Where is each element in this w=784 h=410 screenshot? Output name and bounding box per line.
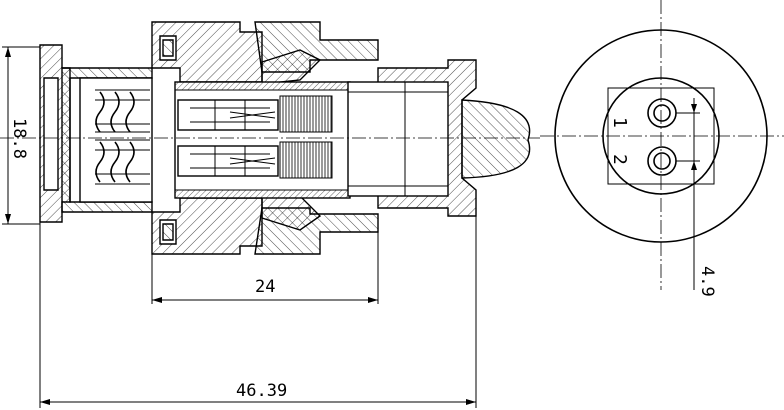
dimension-overall-length: 46.39 — [39, 216, 477, 408]
dim-height-label: 18.8 — [9, 118, 29, 159]
dimension-pin-spacing: 4.9 — [676, 98, 717, 297]
pin-2-hole — [647, 146, 677, 176]
pin-label-2: 2 — [609, 154, 630, 165]
dim-overall-length-label: 46.39 — [236, 381, 287, 401]
dimension-height: 18.8 — [2, 46, 40, 225]
pin-label-1: 1 — [609, 117, 630, 128]
dim-pin-spacing-label: 4.9 — [697, 266, 717, 297]
pin-upper-section — [177, 95, 333, 133]
key-outline — [607, 87, 715, 185]
contact-upper — [95, 89, 150, 133]
contact-lower — [95, 139, 150, 185]
pin-1-hole — [647, 98, 677, 128]
end-view: 1 2 — [540, 0, 784, 290]
dim-inner-length-label: 24 — [255, 277, 275, 297]
section-view — [39, 21, 531, 255]
pin-lower-section — [177, 141, 333, 179]
dimension-inner-length: 24 — [151, 232, 379, 304]
